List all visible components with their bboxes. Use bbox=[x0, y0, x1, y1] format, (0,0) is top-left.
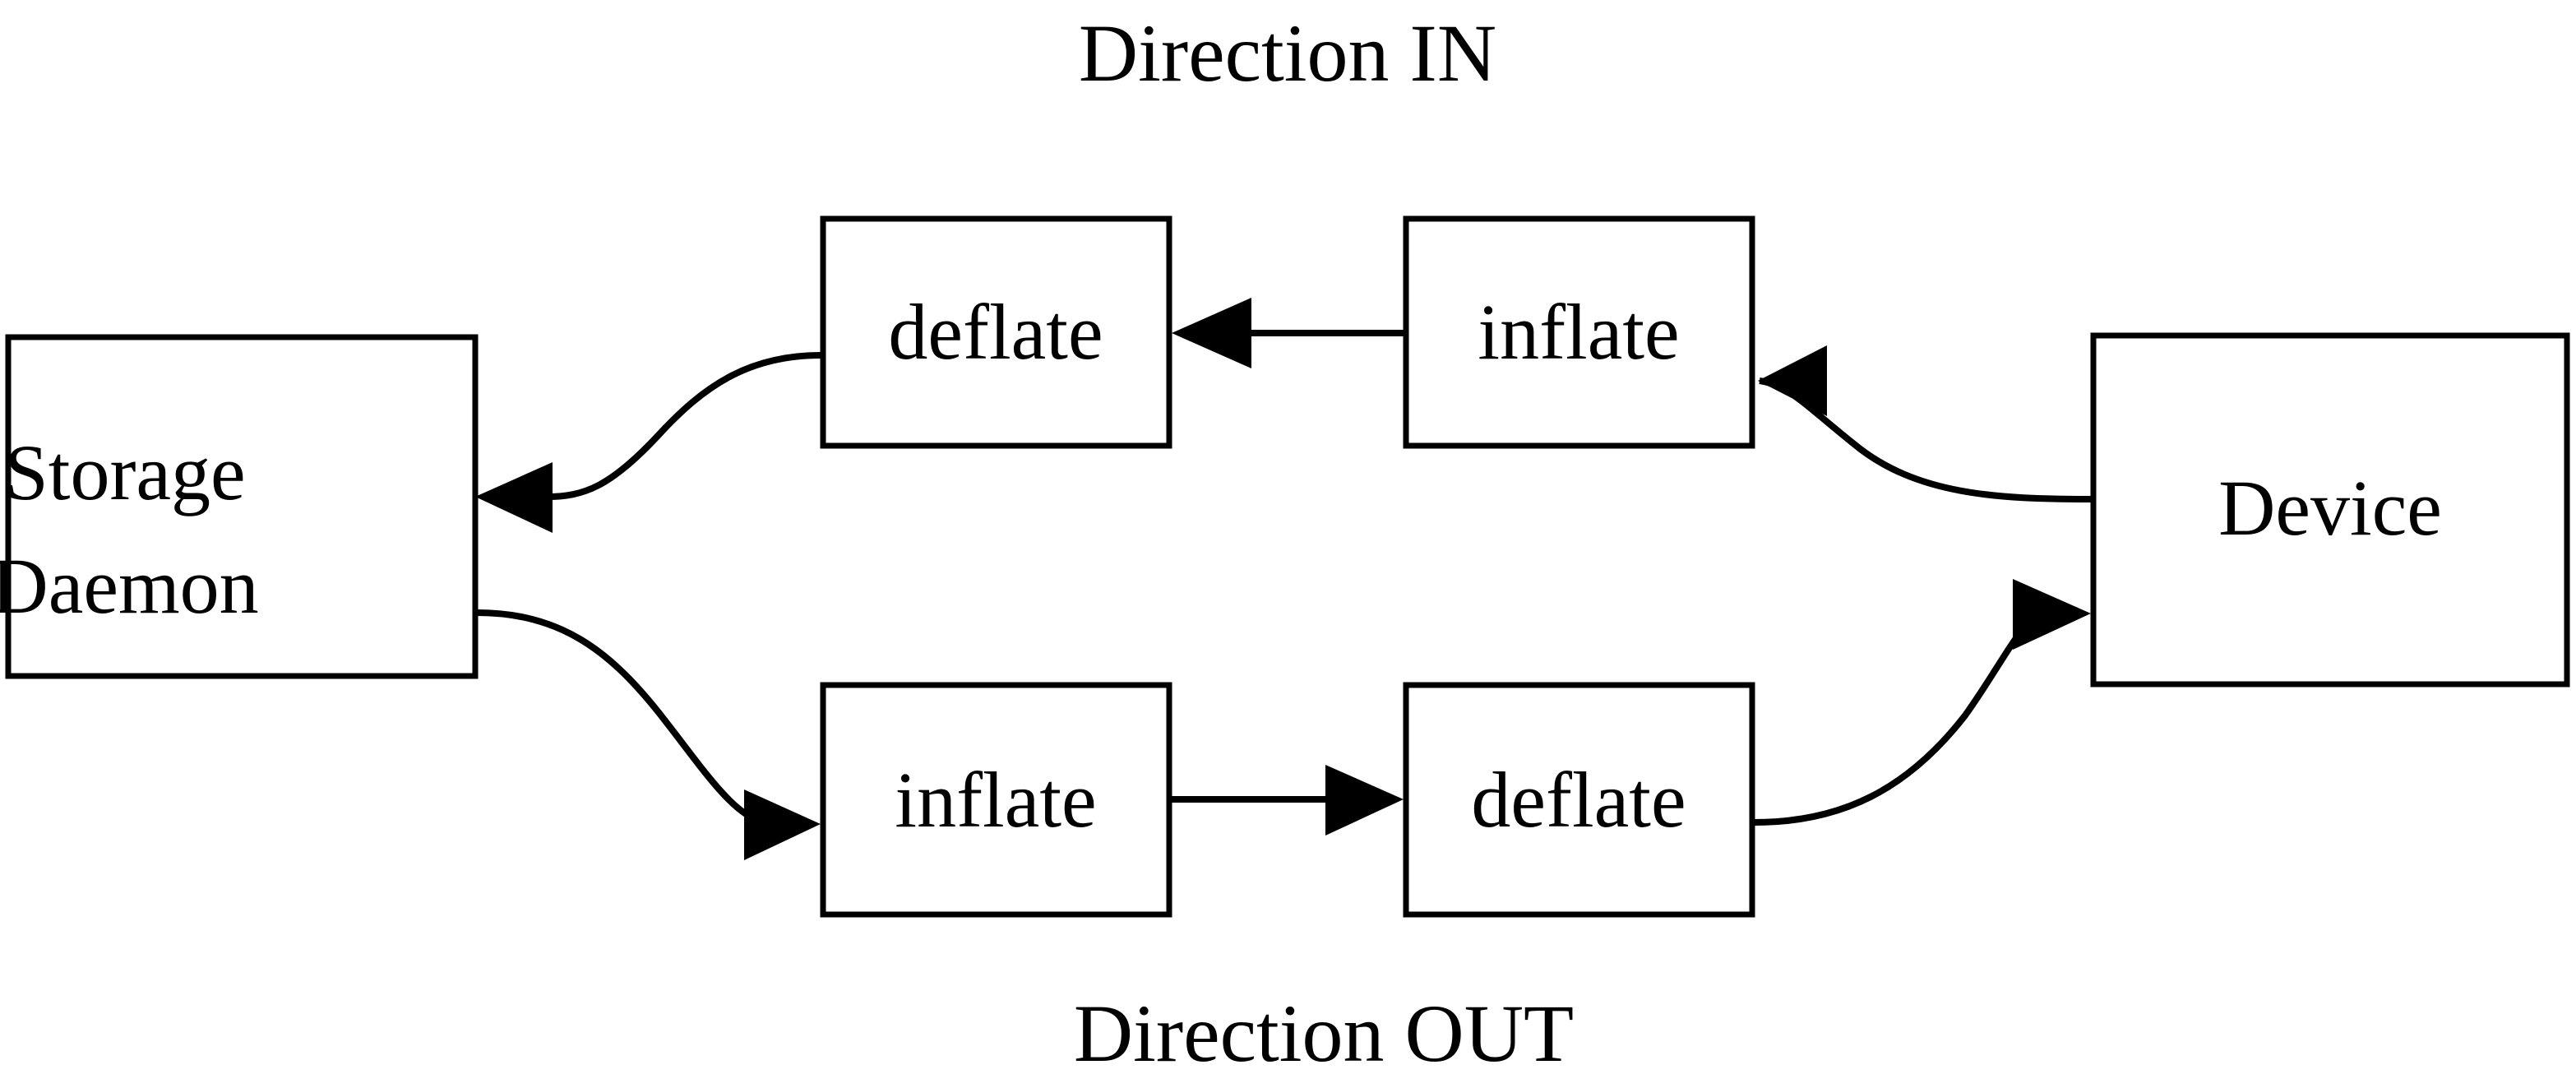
storage-daemon-label-line1: Storage bbox=[4, 428, 245, 516]
node-inflate-in[interactable]: inflate bbox=[1403, 215, 1755, 449]
edge-deflate-in-to-storage-daemon-line bbox=[546, 352, 821, 500]
deflate-out-label: deflate bbox=[1471, 756, 1686, 844]
node-inflate-out[interactable]: inflate bbox=[820, 682, 1172, 918]
edge-storage-daemon-to-inflate-out-line bbox=[476, 609, 774, 827]
arrowhead-into-device bbox=[2013, 579, 2091, 650]
inflate-out-label: inflate bbox=[895, 756, 1096, 844]
arrowhead-into-storage-daemon bbox=[475, 462, 553, 533]
edge-inflate-out-to-deflate-out bbox=[1172, 765, 1404, 836]
arrowhead-into-inflate-in bbox=[1758, 345, 1827, 416]
deflate-in-label: deflate bbox=[888, 288, 1103, 376]
node-deflate-in[interactable]: deflate bbox=[820, 215, 1172, 449]
storage-daemon-box[interactable] bbox=[5, 334, 479, 679]
edge-device-to-inflate-in bbox=[1758, 345, 2092, 502]
node-device[interactable]: Device bbox=[2090, 332, 2570, 688]
edge-deflate-out-to-device-line bbox=[1754, 610, 2048, 826]
arrowhead-into-deflate-out bbox=[1325, 765, 1404, 836]
direction-in-caption: Direction IN bbox=[1079, 7, 1496, 99]
edge-deflate-out-to-device bbox=[1754, 579, 2091, 826]
deflate-in-box[interactable] bbox=[820, 215, 1172, 449]
edge-deflate-in-to-storage-daemon bbox=[475, 352, 821, 533]
inflate-in-box[interactable] bbox=[1403, 215, 1755, 449]
edge-storage-daemon-to-inflate-out bbox=[476, 609, 821, 860]
inflate-out-box[interactable] bbox=[820, 682, 1172, 918]
inflate-in-label: inflate bbox=[1478, 288, 1679, 376]
deflate-out-box[interactable] bbox=[1403, 682, 1755, 918]
arrowhead-into-inflate-out bbox=[744, 789, 821, 860]
arrowhead-into-deflate-in bbox=[1172, 298, 1251, 368]
direction-out-caption: Direction OUT bbox=[1074, 988, 1574, 1079]
node-storage-daemon[interactable]: Storage Daemon bbox=[0, 334, 479, 679]
device-label: Device bbox=[2218, 464, 2442, 552]
edge-inflate-in-to-deflate-in bbox=[1172, 298, 1404, 368]
node-deflate-out[interactable]: deflate bbox=[1403, 682, 1755, 918]
device-box[interactable] bbox=[2090, 332, 2570, 688]
storage-daemon-label-line2: Daemon bbox=[0, 542, 259, 630]
